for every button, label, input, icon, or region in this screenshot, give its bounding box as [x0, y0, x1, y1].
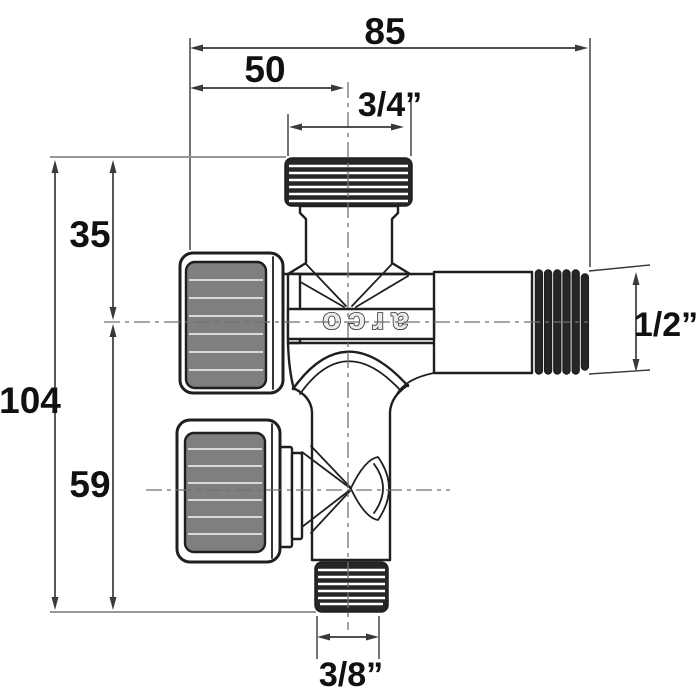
dimension-top-port-thread: 3/4”: [287, 86, 422, 156]
extension-tick-bottom: [588, 369, 651, 375]
lower-dome-outer: [291, 350, 410, 391]
brand-band: arco: [286, 305, 436, 342]
bottom-handle-face: [183, 431, 267, 554]
dimension-left-to-axis: 50: [190, 49, 344, 92]
dimension-vertical-group: 104 35 59: [0, 156, 316, 613]
side-port-fillet: [395, 372, 435, 397]
dimension-bottom-port-thread: 3/8”: [316, 616, 383, 694]
arrow-up: [109, 324, 117, 337]
arrow-right: [575, 44, 588, 52]
arrow-right: [366, 633, 379, 641]
bottom-handle-grip-lines: [188, 448, 262, 535]
arrow-right: [391, 123, 404, 131]
brand-mark-text: arco: [315, 306, 408, 341]
valve-body: [274, 204, 534, 562]
arrow-down: [109, 307, 117, 320]
seat-leaf-inner: [373, 463, 384, 514]
bottom-handle-bonnet-plate-outer: [278, 445, 294, 549]
bottom-thread: [314, 561, 389, 613]
dimension-total-width: 85: [189, 11, 591, 267]
lower-cone-upper-outer: [301, 451, 351, 489]
tube-wall-right: [388, 383, 410, 562]
top-funnel-left-outer: [305, 263, 347, 307]
seat-leaf-outer: [350, 456, 390, 521]
dimension-label-85: 85: [364, 11, 405, 52]
arrow-down: [109, 597, 117, 610]
body-left-lower-curve: [286, 341, 296, 391]
top-handle-grip-lines: [189, 279, 263, 371]
dimension-side-port-thread: 1/2”: [588, 264, 698, 375]
lower-cone-lower-inner: [310, 490, 351, 534]
top-handle: [178, 251, 285, 395]
extension-tick-top: [588, 264, 651, 272]
arrow-up: [632, 272, 640, 285]
bottom-thread-ridges: [318, 568, 385, 606]
dimension-label-50: 50: [244, 49, 285, 90]
top-funnel-right-inner: [355, 275, 409, 308]
dimension-label-59: 59: [69, 464, 110, 505]
arrow-left: [317, 633, 330, 641]
brand-band-plate: [286, 307, 436, 341]
bottom-handle: [175, 418, 304, 564]
dimension-label-3-8: 3/8”: [319, 656, 383, 694]
bottom-thread-block: [314, 561, 389, 613]
centerlines: [104, 82, 588, 630]
lower-cone-upper-inner: [310, 445, 351, 488]
dimension-label-104: 104: [0, 380, 61, 421]
arrow-right: [331, 84, 344, 92]
arrow-down: [632, 359, 640, 372]
top-handle-face: [184, 260, 268, 390]
arrow-up: [51, 160, 59, 173]
bottom-handle-bonnet-plate-inner: [290, 451, 304, 541]
top-funnel-right-outer: [351, 263, 393, 307]
arrow-left: [190, 84, 203, 92]
dimension-label-1-2: 1/2”: [634, 306, 698, 344]
arrow-left: [190, 44, 203, 52]
dimension-label-35: 35: [69, 214, 110, 255]
dimension-label-3-4: 3/4”: [358, 86, 422, 124]
lower-cone-lower-outer: [301, 489, 351, 528]
arrow-down: [51, 597, 59, 610]
arrow-up: [109, 160, 117, 173]
tube-wall-left: [291, 386, 314, 562]
arrow-left: [289, 123, 302, 131]
